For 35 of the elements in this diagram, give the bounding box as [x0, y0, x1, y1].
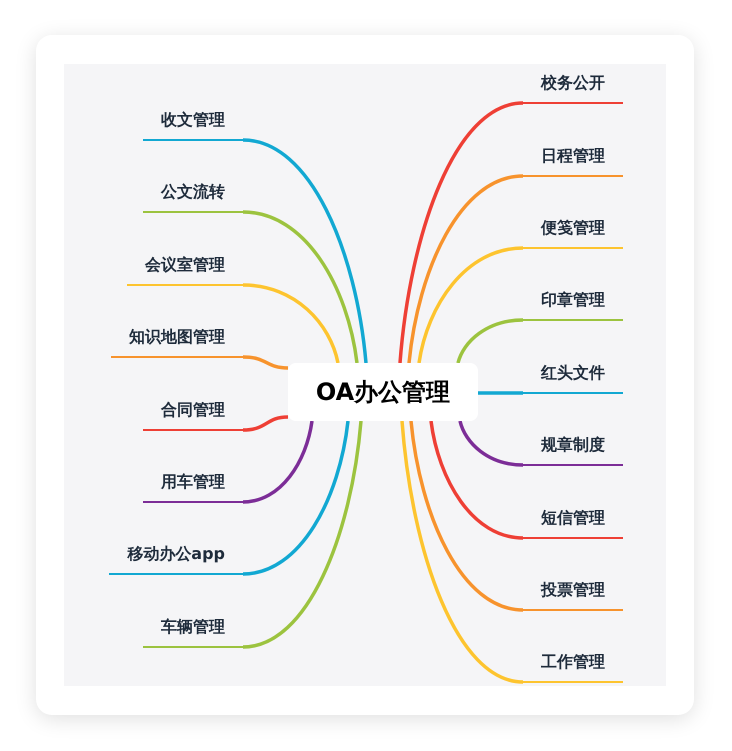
branch-curve: [400, 420, 524, 684]
branch-curve: [429, 420, 524, 540]
branch-curve: [242, 210, 359, 364]
underlined-topic: 移动办公app: [109, 543, 243, 575]
underlined-topic: 印章管理: [523, 289, 623, 321]
branch-curve: [417, 246, 524, 364]
underlined-topic: 收文管理: [143, 109, 243, 141]
underlined-topic: 规章制度: [523, 434, 623, 466]
branch-curve: [242, 138, 368, 364]
branch-curve: [478, 391, 523, 395]
underlined-topic: 知识地图管理: [111, 326, 243, 358]
central-topic-box: OA办公管理: [288, 363, 478, 421]
branch-curve: [242, 420, 350, 576]
branch-curve: [398, 101, 524, 364]
underlined-topic: 校务公开: [523, 72, 623, 104]
branch-curve: [407, 174, 524, 364]
branch-curve: [409, 420, 524, 612]
underlined-topic: 短信管理: [523, 507, 623, 539]
underlined-topic: 公文流转: [143, 181, 243, 213]
branch-curve: [242, 415, 288, 432]
branch-curve: [242, 420, 363, 649]
underlined-topic: 便笺管理: [523, 217, 623, 249]
underlined-topic: 工作管理: [523, 651, 623, 683]
underlined-topic: 车辆管理: [143, 616, 243, 648]
branch-curve: [456, 318, 524, 364]
underlined-topic: 红头文件: [523, 362, 623, 394]
branch-curve: [458, 420, 524, 467]
underlined-topic: 会议室管理: [127, 254, 243, 286]
underlined-topic: 日程管理: [523, 145, 623, 177]
branch-curve: [242, 355, 288, 370]
underlined-topic: 投票管理: [523, 579, 623, 611]
branch-curve: [242, 420, 314, 504]
underlined-topic: 用车管理: [143, 471, 243, 503]
underlined-topic: 合同管理: [143, 399, 243, 431]
branch-curve: [242, 283, 340, 364]
